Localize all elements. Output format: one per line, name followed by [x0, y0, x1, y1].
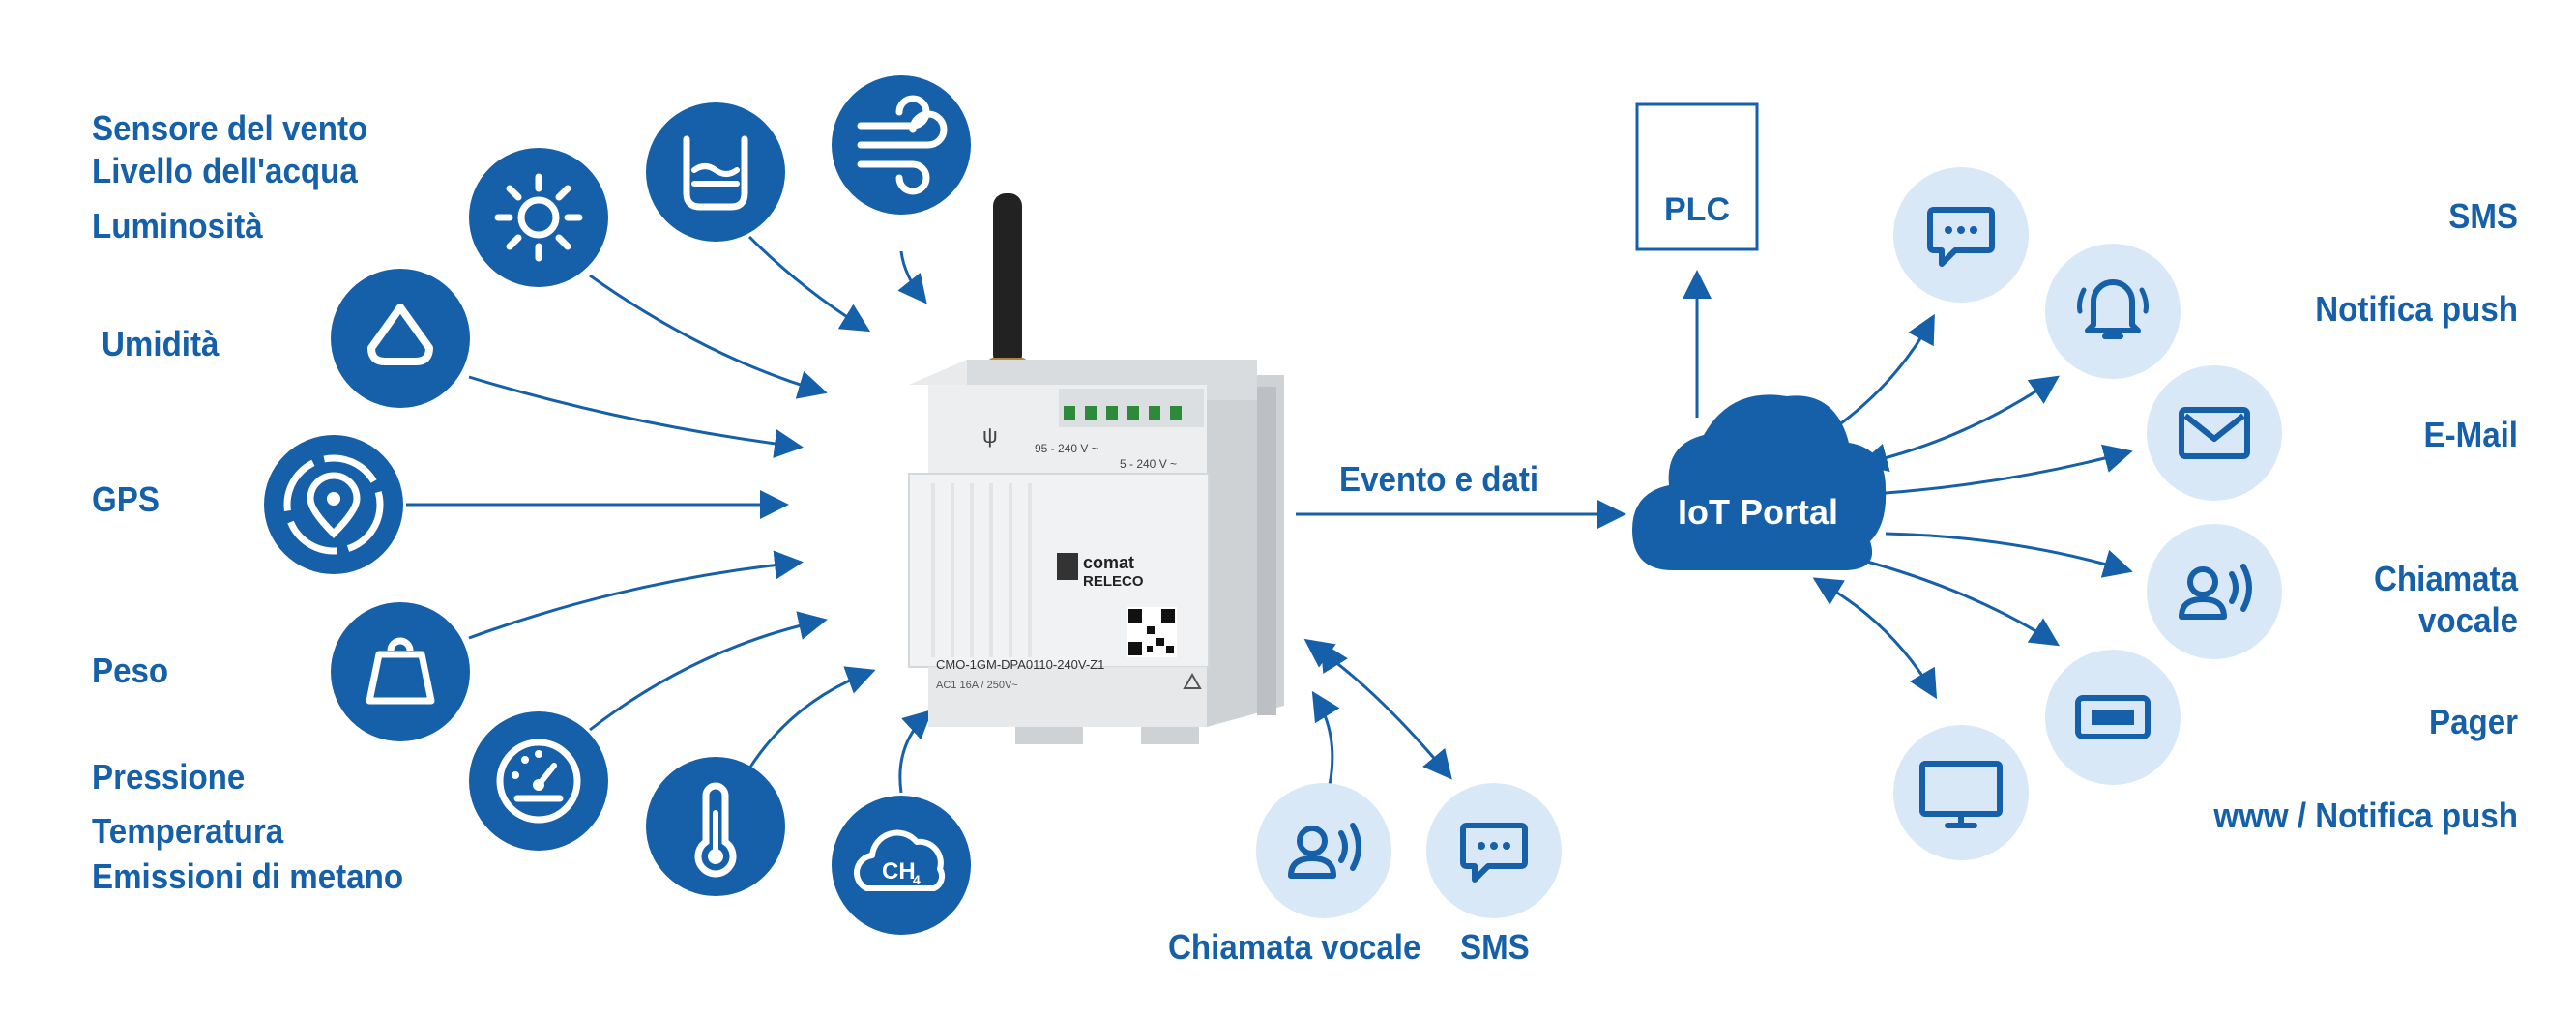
- label-wind-sensor: Sensore del vento: [92, 108, 368, 148]
- label-out-voice-1: Chiamata: [2373, 559, 2518, 598]
- label-out-email: E-Mail: [2423, 415, 2518, 454]
- pager-icon: [2045, 650, 2181, 785]
- sms-icon: [1893, 167, 2029, 303]
- label-methane: Emissioni di metano: [92, 856, 404, 896]
- model-label: CMO-1GM-DPA0110-240V-Z1: [936, 657, 1104, 672]
- water-level-icon: [646, 102, 785, 242]
- brand-bottom: RELECO: [1083, 573, 1144, 590]
- pressure-gauge-icon: [469, 711, 608, 851]
- warning-icon: [1183, 672, 1202, 689]
- sms-icon-direct: [1426, 783, 1562, 918]
- brand-top: comat: [1083, 553, 1134, 572]
- wind-icon: [832, 75, 971, 215]
- direct-output-icons: [1256, 783, 1562, 918]
- label-direct-sms: SMS: [1460, 927, 1530, 967]
- sensor-icons: CH 4: [264, 75, 971, 935]
- plc-box: PLC: [1635, 102, 1759, 251]
- portal-arrows: [1812, 313, 2133, 700]
- label-out-www: www / Notifica push: [2213, 796, 2518, 835]
- arrow-voice-out: [1885, 532, 2133, 578]
- arrow-methane: [898, 709, 933, 794]
- arrow-sms-out: [1827, 313, 1935, 435]
- label-brightness: Luminosità: [92, 206, 263, 246]
- label-gps: GPS: [92, 479, 160, 519]
- plc-label: PLC: [1664, 191, 1730, 228]
- device-arrows: [1296, 500, 1626, 786]
- svg-text:ψ: ψ: [982, 423, 998, 448]
- arrow-wind: [897, 250, 927, 304]
- arrow-push-out: [1858, 375, 2060, 472]
- arrow-humidity: [468, 375, 804, 458]
- sensor-arrows: [406, 235, 933, 794]
- device-lower-body: [928, 667, 1207, 727]
- iot-portal-cloud: IoT Portal: [1632, 394, 1887, 570]
- methane-cloud-icon: CH 4: [832, 796, 971, 935]
- label-humidity: Umidità: [102, 324, 220, 363]
- label-out-push: Notifica push: [2315, 289, 2518, 329]
- email-icon: [2147, 365, 2282, 501]
- label-temperature: Temperatura: [92, 811, 284, 851]
- arrow-water: [747, 235, 871, 333]
- arrow-light: [589, 274, 828, 399]
- arrow-temperature: [747, 666, 876, 769]
- label-out-pager: Pager: [2428, 702, 2518, 741]
- monitor-icon: [1893, 725, 2029, 860]
- label-water-level: Livello dell'acqua: [92, 151, 358, 190]
- voltage-right-label: 5 - 240 V ~: [1120, 457, 1177, 471]
- arrow-www-out: [1812, 577, 1938, 700]
- voice-call-icon-direct: [1256, 783, 1391, 918]
- methane-symbol: CH: [882, 858, 916, 884]
- output-icons: [1893, 167, 2282, 860]
- sun-icon: [469, 148, 608, 287]
- label-pressure: Pressione: [92, 757, 246, 797]
- antenna: [993, 193, 1022, 367]
- label-direct-voice: Chiamata vocale: [1168, 927, 1421, 967]
- voltage-left-label: 95 - 240 V ~: [1035, 442, 1098, 455]
- label-weight: Peso: [92, 651, 169, 690]
- weight-icon: [331, 602, 470, 741]
- qr-code: [1127, 607, 1177, 657]
- arrow-pressure: [589, 611, 828, 732]
- humidity-icon: [331, 269, 470, 408]
- methane-subscript: 4: [913, 872, 921, 887]
- arrow-sms-direct: [1303, 638, 1452, 780]
- arrow-email-out: [1885, 444, 2133, 495]
- voice-call-icon: [2147, 524, 2282, 659]
- arrow-pager-out: [1856, 557, 2061, 647]
- gps-icon: [264, 435, 403, 574]
- portal-label: IoT Portal: [1678, 492, 1838, 532]
- spec-label: AC1 16A / 250V~: [936, 680, 1018, 691]
- gsm-device: 95 - 240 V ~ 5 - 240 V ~ ψ comat RELECO: [908, 193, 1284, 744]
- arrow-voice-direct: [1311, 690, 1340, 786]
- label-event-data: Evento e dati: [1339, 459, 1539, 499]
- brand-logo: comat RELECO: [1057, 553, 1144, 590]
- bell-icon: [2045, 244, 2181, 379]
- arrow-weight: [468, 550, 804, 640]
- label-out-voice-2: vocale: [2417, 600, 2518, 640]
- label-out-sms: SMS: [2448, 196, 2518, 236]
- terminal-strip: [1059, 389, 1204, 427]
- thermometer-icon: [646, 757, 785, 896]
